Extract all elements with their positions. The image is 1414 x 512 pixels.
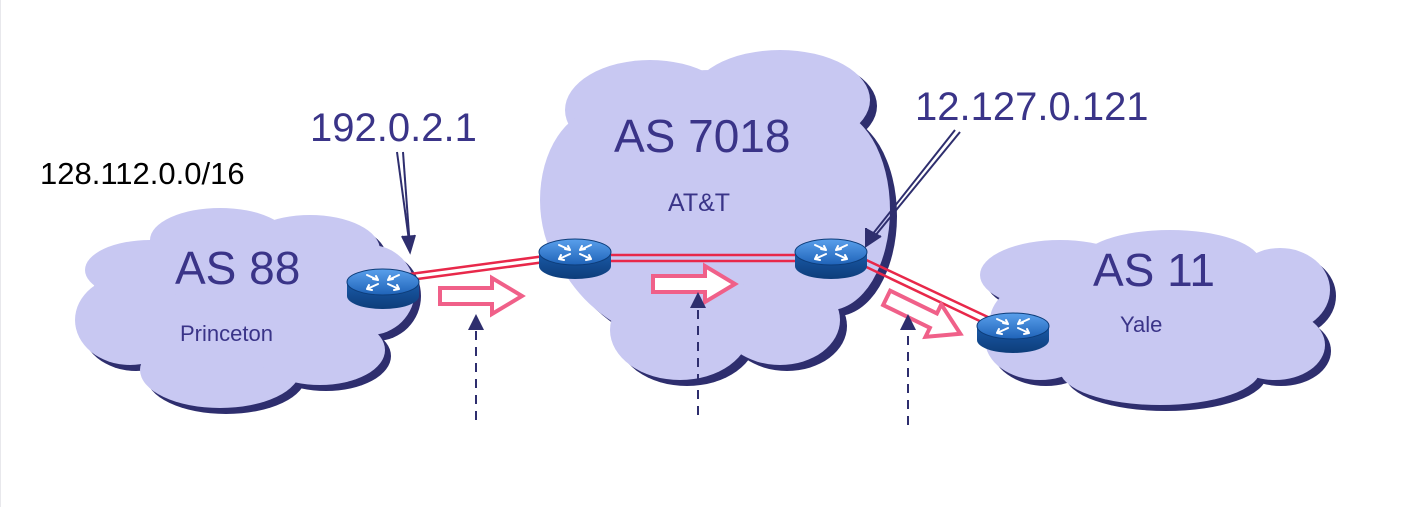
flow-arrow-icon (651, 262, 739, 306)
ip-label-192-0-2-1: 192.0.2.1 (310, 106, 477, 150)
left-border (0, 0, 1, 507)
pointer-192-0-2-1 (396, 151, 416, 255)
flow-arrow-icon (438, 274, 526, 318)
org-label-att: AT&T (668, 189, 730, 217)
prefix-label: 128.112.0.0/16 (40, 156, 245, 191)
link-att-yale (859, 256, 991, 326)
router-icon (976, 312, 1050, 353)
cloud-as7018 (540, 50, 897, 386)
as-label-11: AS 11 (1093, 244, 1215, 296)
ip-label-12-127-0-121: 12.127.0.121 (915, 85, 1149, 129)
router-icon (538, 238, 612, 279)
org-label-yale: Yale (1120, 312, 1162, 337)
cloud-as88 (75, 208, 421, 414)
router-icon (794, 238, 868, 279)
link-att-internal (605, 253, 800, 263)
as-label-88: AS 88 (175, 242, 300, 294)
pointer-12-127-0-121 (865, 129, 961, 248)
org-label-princeton: Princeton (180, 321, 273, 346)
cloud-as11 (980, 230, 1336, 411)
flow-arrow-icon (880, 287, 964, 340)
router-icon (346, 268, 420, 309)
as-label-7018: AS 7018 (614, 110, 790, 162)
link-princeton-att (409, 254, 546, 282)
